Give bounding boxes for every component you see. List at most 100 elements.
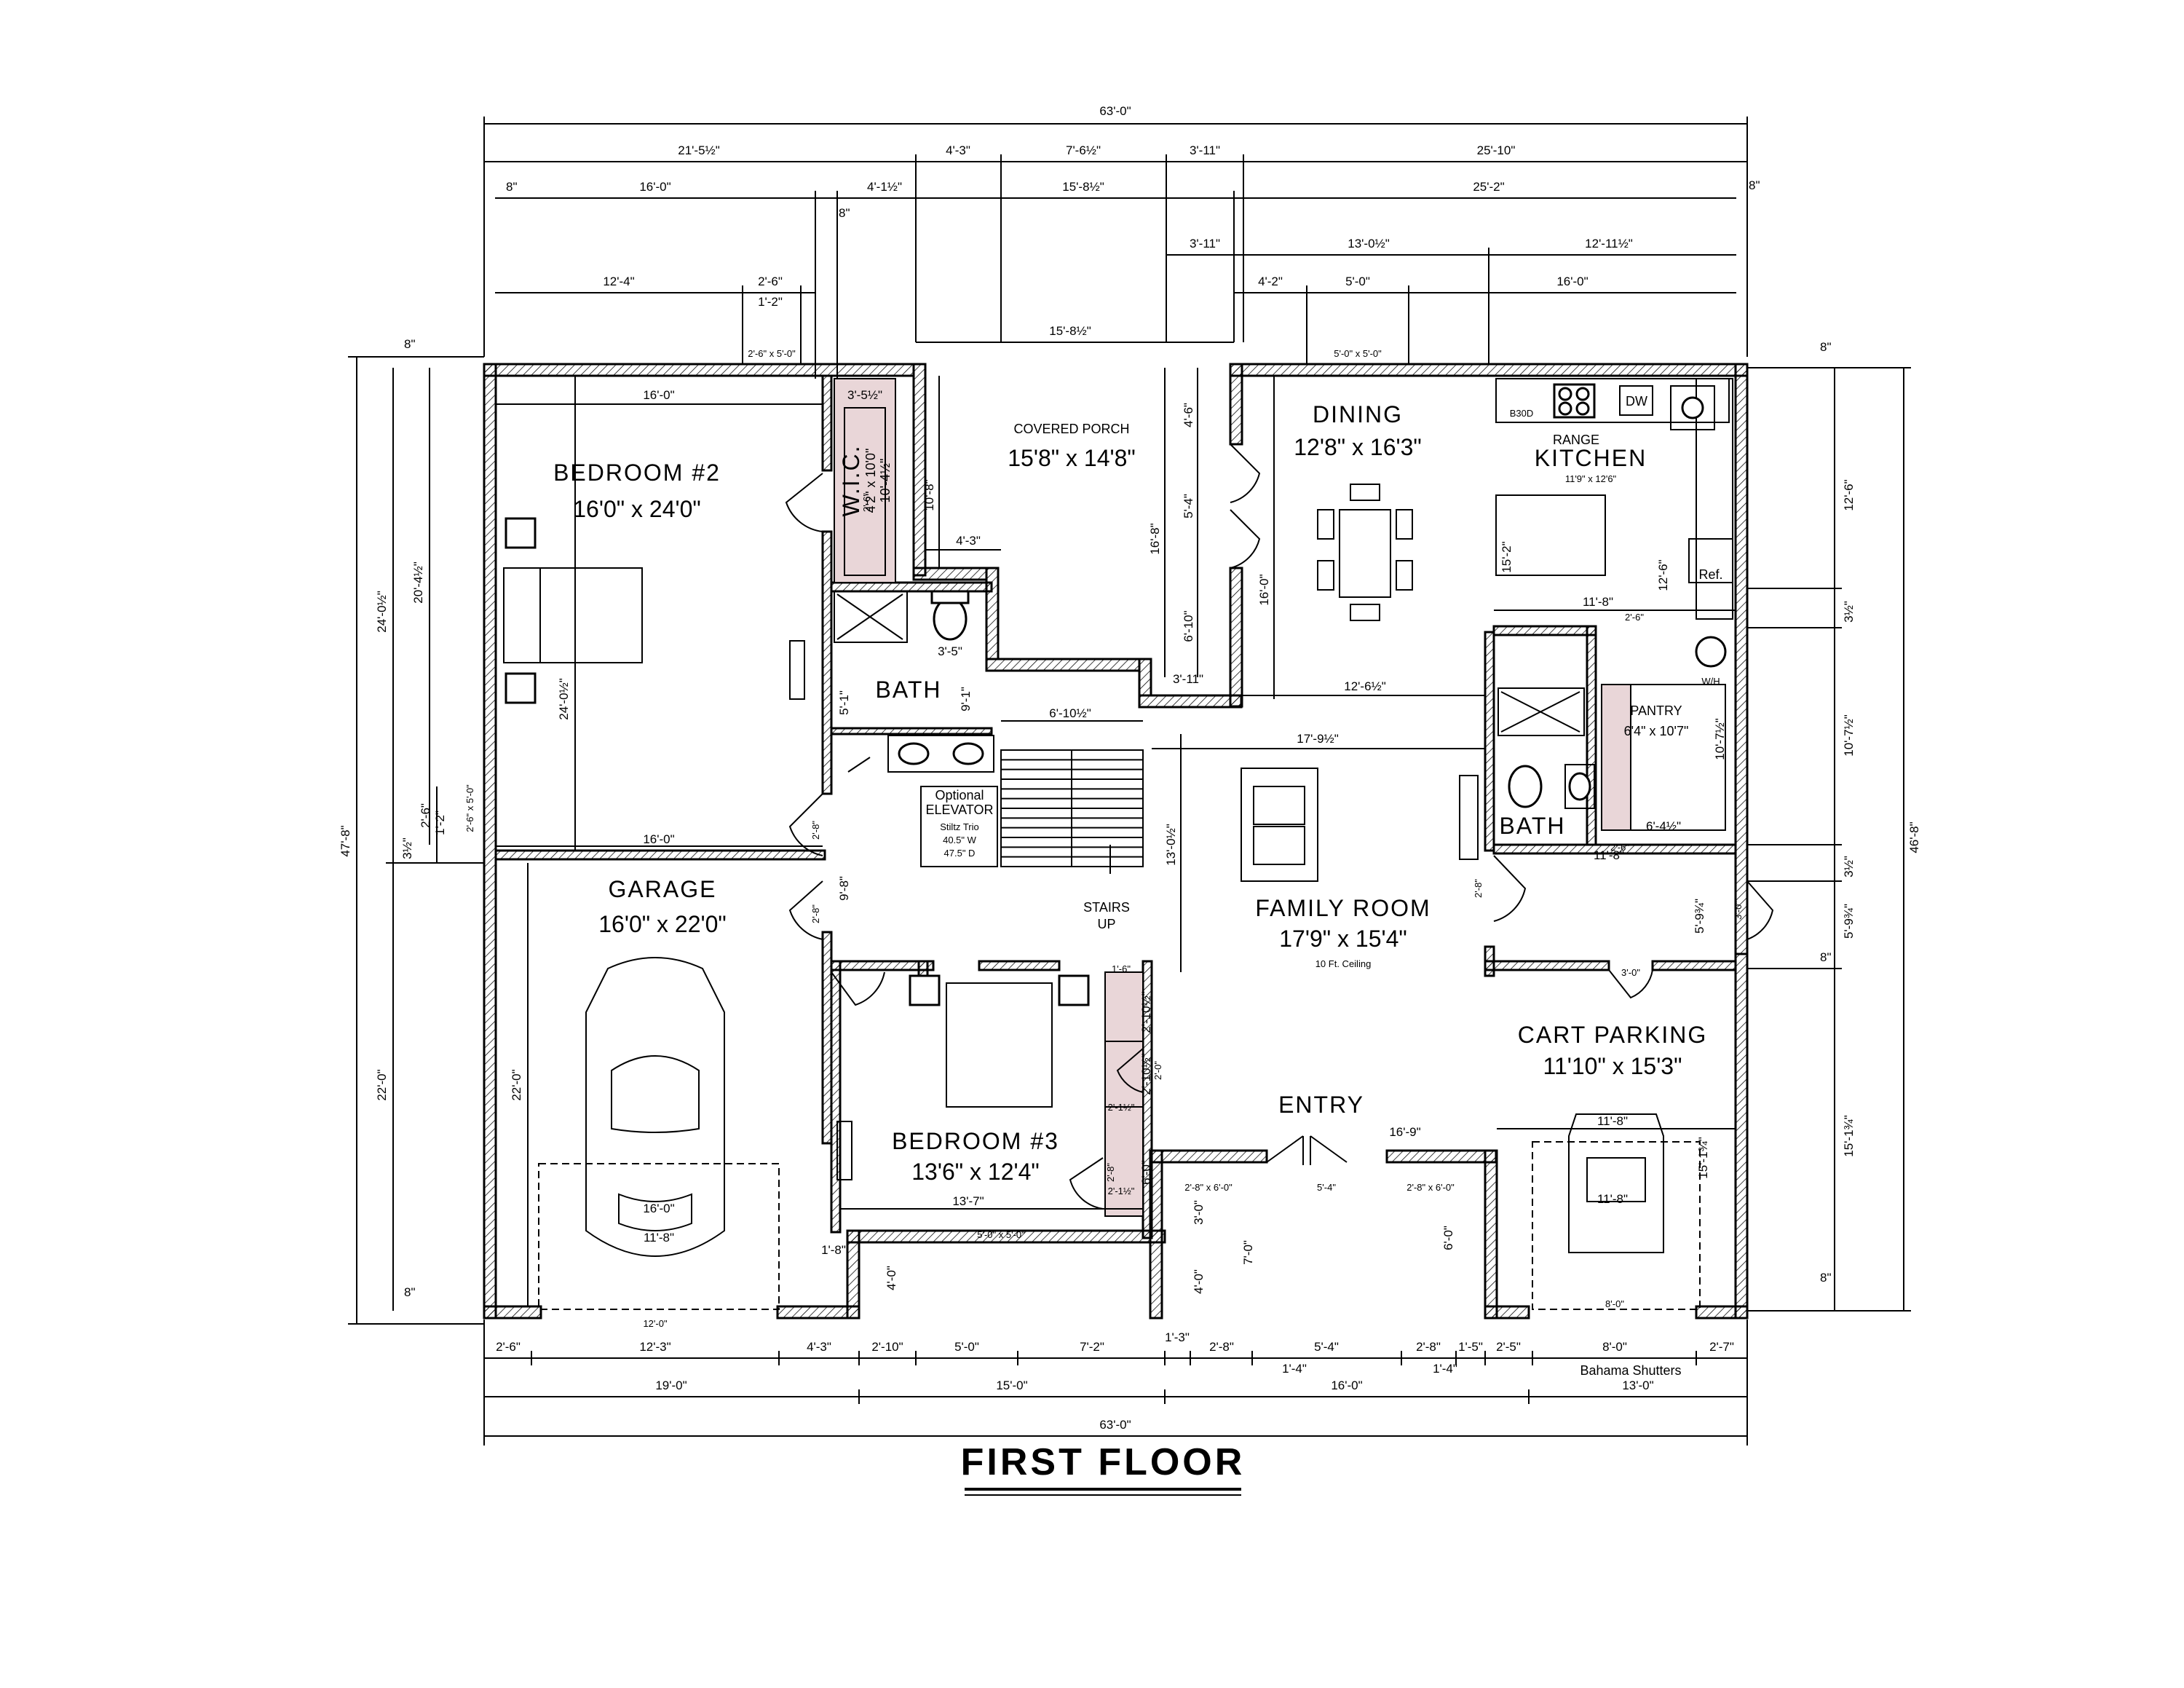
dim-bot-r1-10: 2'-8" <box>1416 1340 1441 1354</box>
bedroom3-size: 13'6" x 12'4" <box>911 1159 1040 1185</box>
right-dimensions: 46'-8" 12'-6" 3½" 10'-7½" 3½" 5'-9¾" 15'… <box>1747 340 1921 1312</box>
entry-width2-dim: 5'-4" <box>1317 1182 1336 1193</box>
bath-width-dim: 3'-5" <box>938 644 962 658</box>
porch-height-dim: 10'-8" <box>922 479 936 510</box>
bath-height-dim: 5'-1" <box>837 690 851 715</box>
dim-top-r3-2: 13'-0½" <box>1348 237 1389 251</box>
door-dim-4: 2'-6" <box>1625 612 1644 623</box>
cart-height-dim: 15'-1¾" <box>1696 1137 1710 1178</box>
cart-door-dim: 8'-0" <box>1605 1298 1624 1309</box>
bath2-name: BATH <box>1500 813 1566 839</box>
dim-right-end-3: 8" <box>1820 1271 1832 1285</box>
dim-bot-r2-3: 16'-0" <box>1331 1379 1362 1392</box>
door-dim-6: 2'-8" <box>1105 1163 1116 1182</box>
dim-bot-r1-13: 8'-0" <box>1602 1340 1627 1354</box>
bottom-dimensions: 2'-6" 12'-3" 4'-3" 2'-10" 5'-0" 7'-2" 1'… <box>483 1298 1748 1446</box>
dim-left-end-top: 8" <box>404 337 416 351</box>
bed3-closet-3: 2'-1½" <box>1108 1186 1135 1196</box>
dim-right-r1-5: 5'-9¾" <box>1842 904 1856 939</box>
dim-right-end-2: 8" <box>1820 950 1832 964</box>
porch-right-3: 6'-10" <box>1182 610 1195 642</box>
bed2-top-dim: 16'-0" <box>643 388 674 402</box>
pantry-name: PANTRY <box>1630 703 1682 718</box>
dim-top-r2-1: 16'-0" <box>639 180 670 194</box>
dim-left-end-bottom: 8" <box>404 1285 416 1299</box>
hall-height-dim: 5'-9¾" <box>1693 899 1706 934</box>
cart-parking-name: CART PARKING <box>1518 1022 1708 1048</box>
dim-top-r2-3: 15'-8½" <box>1062 180 1104 194</box>
dim-top-r3-1: 3'-11" <box>1190 237 1220 251</box>
dim-left-r3-3: 3½" <box>400 837 414 859</box>
family-room-size: 17'9" x 15'4" <box>1279 926 1407 952</box>
stairs-label: STAIRS <box>1083 900 1130 915</box>
kitchen-name: KITCHEN <box>1535 445 1647 471</box>
bed3-closet-2: 2'-1½" <box>1108 1102 1135 1113</box>
dw-label: DW <box>1626 394 1647 409</box>
left-dimensions: 47'-8" 24'-0½" 22'-0" 20'-4½" 2'-6" 1'-2… <box>339 337 484 1325</box>
dim-top-r2-end-mid: 8" <box>839 206 850 220</box>
dim-bot-r1-6: 7'-2" <box>1080 1340 1104 1354</box>
fixtures <box>503 378 1733 1310</box>
porch-name: COVERED PORCH <box>1013 422 1129 436</box>
door-dim-9: 2'-6" <box>861 493 872 512</box>
ref-label: Ref. <box>1698 567 1722 582</box>
window-bed2: 2'-6" x 5'-0" <box>748 348 796 359</box>
dim-top-r1-1: 21'-5½" <box>678 143 719 157</box>
doors <box>785 443 1774 1210</box>
dim-top-r4-1: 12'-4" <box>603 275 634 288</box>
dim-bot-sub-2: 1'-4" <box>1433 1362 1457 1376</box>
dim-overall-top: 63'-0" <box>1099 104 1131 118</box>
dim-top-r4-3: 1'-2" <box>758 295 783 309</box>
family-width-dim: 17'-9½" <box>1297 732 1338 746</box>
kitchen-size: 11'9" x 12'6" <box>1565 473 1617 484</box>
dim-right-r1-1: 12'-6" <box>1842 479 1856 510</box>
dim-top-r2-end-left: 8" <box>506 180 518 194</box>
pantry-size: 6'4" x 10'7" <box>1624 724 1689 738</box>
wic-dim: 10'-4½" <box>878 459 893 503</box>
wh-label: W/H <box>1701 676 1720 687</box>
bed3-h-3: 6'-0" <box>1139 1160 1153 1185</box>
elevator-line4: 40.5" W <box>943 835 977 845</box>
dim-bot-r2-4: 13'-0" <box>1622 1379 1653 1392</box>
dim-bot-sub-1: 1'-4" <box>1282 1362 1307 1376</box>
porch-size: 15'8" x 14'8" <box>1008 445 1136 471</box>
bedroom2-name: BEDROOM #2 <box>553 460 721 486</box>
dining-size: 12'8" x 16'3" <box>1294 434 1422 460</box>
door-dim-2: 2'-8" <box>810 904 821 923</box>
bedroom3-name: BEDROOM #3 <box>892 1128 1059 1154</box>
family-room-name: FAMILY ROOM <box>1255 895 1431 921</box>
dining-name: DINING <box>1313 401 1403 427</box>
dim-bot-r1-5: 5'-0" <box>954 1340 979 1354</box>
dining-height-dim: 16'-0" <box>1257 574 1271 605</box>
stairs-up-label: UP <box>1097 917 1115 931</box>
dim-top-r4-6: 16'-0" <box>1556 275 1588 288</box>
elevator-line3: Stiltz Trio <box>940 821 978 832</box>
garage-width-dim: 16'-0" <box>643 1202 674 1215</box>
garage-name: GARAGE <box>609 876 717 902</box>
dim-left-r1-1: 24'-0½" <box>375 591 389 632</box>
dim-top-r1-4: 3'-11" <box>1190 143 1220 157</box>
room-labels: BEDROOM #2 16'0" x 24'0" W.I.C. 4'2" x 1… <box>553 394 1722 1185</box>
elevator-line5: 47.5" D <box>944 848 976 859</box>
bed2-bottom-dim: 16'-0" <box>643 832 674 846</box>
dim-top-r1-5: 25'-10" <box>1477 143 1516 157</box>
dim-top-r2-2: 4'-1½" <box>867 180 902 194</box>
island-dim: 15'-2" <box>1500 541 1514 572</box>
top-dimensions: 63'-0" 21'-5½" 4'-3" 7'-6½" 3'-11" 25'-1… <box>483 104 1760 379</box>
dim-top-r4-2: 2'-6" <box>758 275 783 288</box>
bed2-height-dim: 24'-0½" <box>557 678 571 719</box>
window-side-left: 2'-6" x 5'-0" <box>464 784 475 832</box>
entry-name: ENTRY <box>1278 1092 1364 1118</box>
dim-bot-r1-14: 2'-7" <box>1709 1340 1734 1354</box>
dim-right-r1-2: 3½" <box>1842 601 1856 623</box>
interior-walls <box>494 374 1737 1239</box>
dim-top-r2-end-right: 8" <box>1749 178 1760 192</box>
b30-label: B30D <box>1510 408 1534 419</box>
bed3-closet-1: 1'-6" <box>1112 963 1131 974</box>
dim-top-r5: 15'-8½" <box>1049 324 1091 338</box>
exterior-walls <box>483 363 1749 1320</box>
cart-parking-size: 11'10" x 15'3" <box>1543 1053 1682 1079</box>
dim-left-r2: 20'-4½" <box>411 561 425 603</box>
dim-bot-r1-11: 1'-5" <box>1458 1340 1483 1354</box>
